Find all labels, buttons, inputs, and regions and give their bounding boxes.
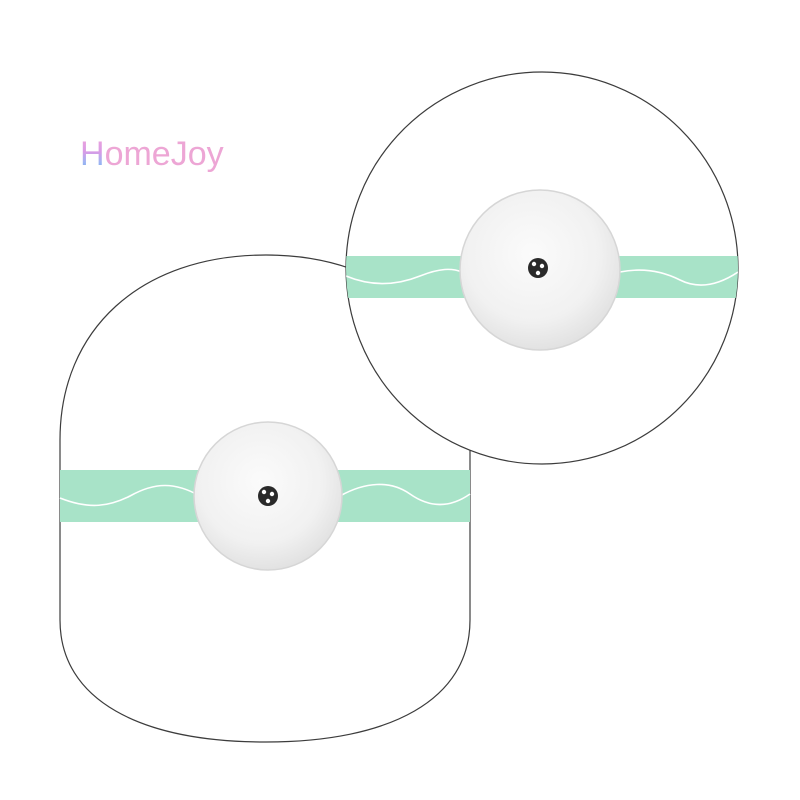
oval-patch-wave <box>59 483 471 507</box>
round-patch-sensor-hole-dot <box>539 263 545 269</box>
brand-first-letter: H <box>80 135 105 173</box>
round-patch <box>345 71 739 465</box>
oval-patch <box>59 254 471 743</box>
oval-patch-sensor-hole-dot <box>269 491 275 497</box>
round-patch-sensor-hole-dot <box>535 270 541 276</box>
oval-patch-sensor-hole-dot <box>261 489 267 495</box>
oval-patch-sensor-hole-dot <box>265 498 271 504</box>
brand-name-rest: omeJoy <box>104 135 224 173</box>
round-patch-wave <box>346 268 738 286</box>
round-patch-sensor-hole-dot <box>531 261 537 267</box>
